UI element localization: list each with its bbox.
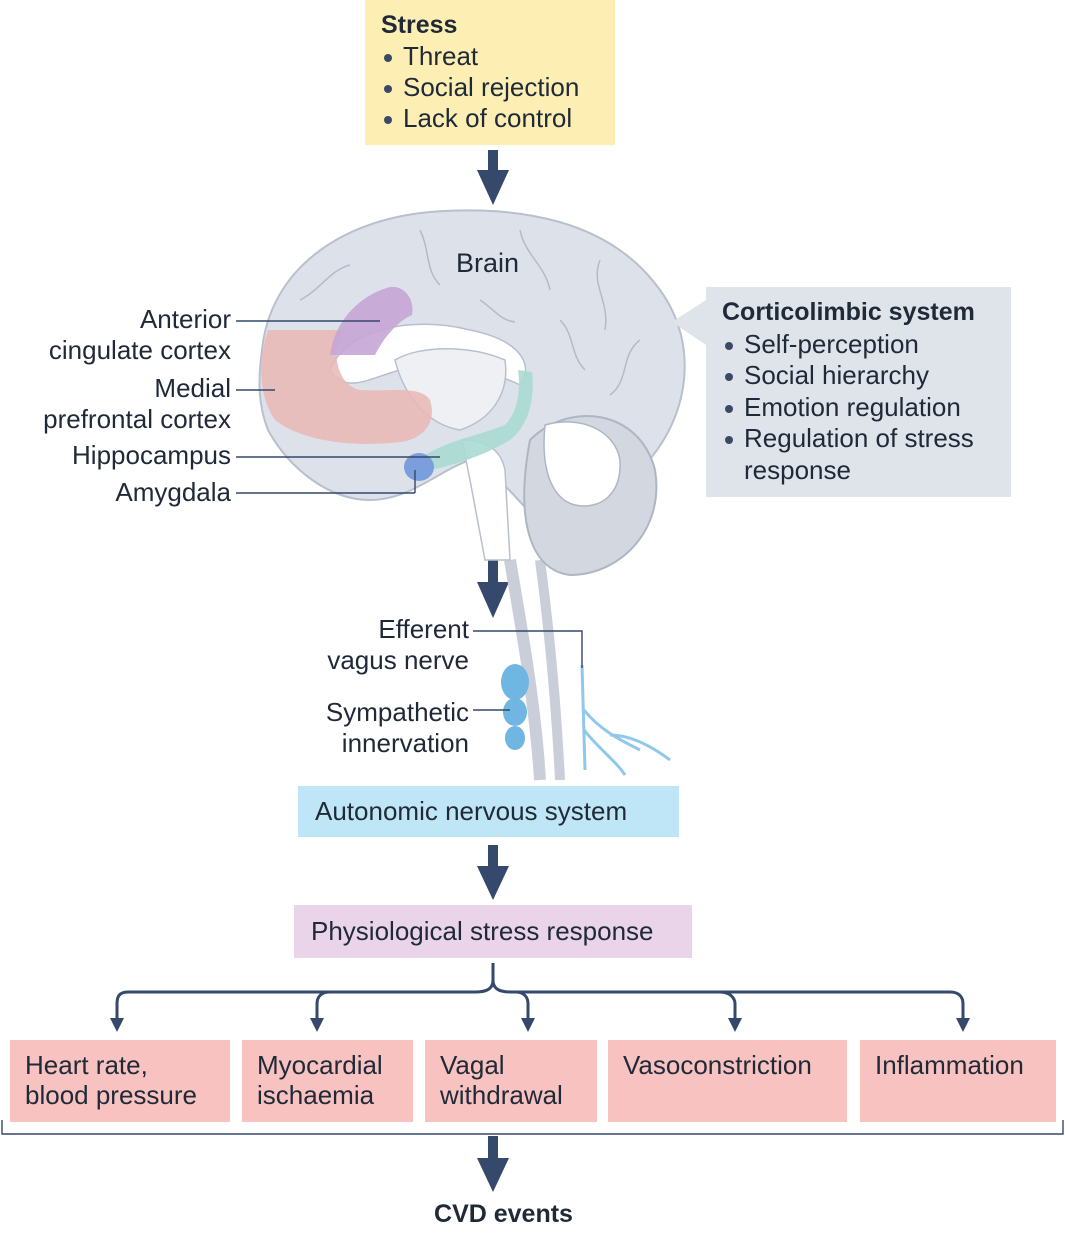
stress-item: Lack of control [381, 103, 615, 134]
outcome-bracket [1, 1120, 1064, 1135]
mpfc-label-line: prefrontal cortex [43, 404, 231, 434]
amygdala-region [404, 453, 434, 481]
acc-label-line: cingulate cortex [48, 335, 231, 365]
corticolimbic-pointer [672, 300, 706, 345]
corticolimbic-item-continuation: response [744, 454, 851, 485]
corticolimbic-item: Self-perception [722, 329, 1011, 361]
corticolimbic-item: Social hierarchy [722, 360, 1011, 392]
outcome-line: Heart rate, [25, 1050, 148, 1080]
outcome-line: Inflammation [875, 1050, 1024, 1080]
sympathetic-label-line: innervation [341, 728, 469, 758]
outcome-line: Vasoconstriction [623, 1050, 812, 1080]
outcome-line: ischaemia [257, 1080, 375, 1110]
leader-lines [236, 320, 583, 711]
ans-box: Autonomic nervous system [298, 786, 679, 837]
vagus-label-line: vagus nerve [327, 645, 469, 675]
arrow-stress-to-brain [477, 150, 509, 205]
branch-connector [115, 963, 965, 1020]
stress-item: Social rejection [381, 72, 615, 103]
stress-list: Threat Social rejection Lack of control [381, 41, 615, 134]
outcome-box-vasoconstriction: Vasoconstriction [608, 1040, 847, 1122]
brain-label: Brain [456, 248, 520, 278]
vagus-label: Efferent vagus nerve [327, 614, 469, 676]
stress-item: Threat [381, 41, 615, 72]
corticolimbic-item: Emotion regulation [722, 392, 1011, 424]
corticolimbic-list: Self-perception Social hierarchy Emotion… [722, 329, 1011, 455]
branch-arrowheads [110, 1018, 970, 1032]
physiological-box: Physiological stress response [294, 905, 692, 958]
acc-label: Anterior cingulate cortex [49, 304, 231, 366]
vagus-nerve [580, 664, 671, 776]
vagus-label-line: Efferent [378, 614, 469, 644]
sympathetic-ganglia [501, 664, 529, 750]
mpfc-label-line: Medial [154, 373, 231, 403]
acc-label-line: Anterior [139, 304, 231, 334]
corticolimbic-title: Corticolimbic system [722, 298, 975, 326]
hippocampus-label: Hippocampus [72, 440, 231, 470]
arrow-to-cvd [477, 1136, 509, 1192]
outcome-box-vagal: Vagal withdrawal [425, 1040, 597, 1122]
arrow-ans-to-physiological [477, 845, 509, 900]
outcome-line: blood pressure [25, 1080, 197, 1110]
corticolimbic-item: Regulation of stress [722, 423, 1011, 455]
sympathetic-label-line: Sympathetic [325, 697, 469, 727]
outcome-box-inflammation: Inflammation [860, 1040, 1056, 1122]
cvd-events-label: CVD events [434, 1200, 573, 1228]
mpfc-label: Medial prefrontal cortex [43, 373, 231, 435]
outcome-box-myocardial: Myocardial ischaemia [242, 1040, 413, 1122]
stress-box: Stress Threat Social rejection Lack of c… [365, 0, 615, 145]
outcome-line: Vagal [440, 1050, 505, 1080]
brain-illustration [258, 209, 686, 781]
mpfc-region [261, 330, 432, 444]
sympathetic-label: Sympathetic innervation [326, 697, 469, 759]
amygdala-label: Amygdala [115, 477, 231, 507]
outcome-line: Myocardial [257, 1050, 383, 1080]
hippocampus-region [425, 370, 533, 470]
corticolimbic-box: Corticolimbic system Self-perception Soc… [706, 287, 1011, 497]
stress-title: Stress [381, 11, 458, 39]
outcome-line: withdrawal [440, 1080, 563, 1110]
outcome-box-heart-rate: Heart rate, blood pressure [10, 1040, 230, 1122]
